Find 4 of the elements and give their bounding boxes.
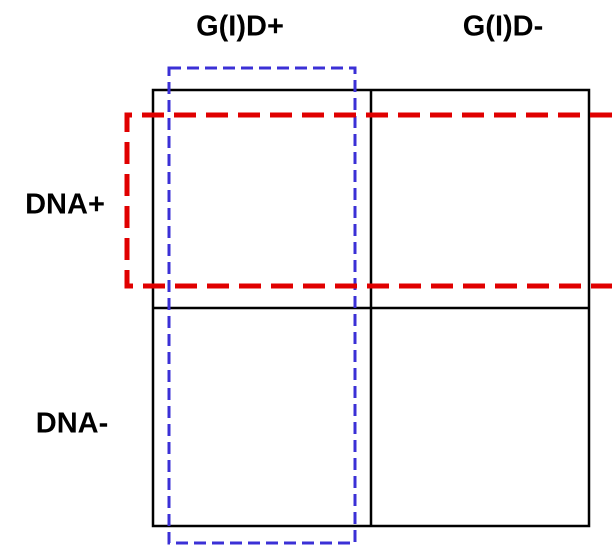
row-header: DNA- — [36, 408, 108, 440]
column-header: G(I)D- — [462, 10, 544, 44]
column-header: G(I)D+ — [196, 10, 284, 44]
row-header: DNA+ — [25, 188, 105, 222]
